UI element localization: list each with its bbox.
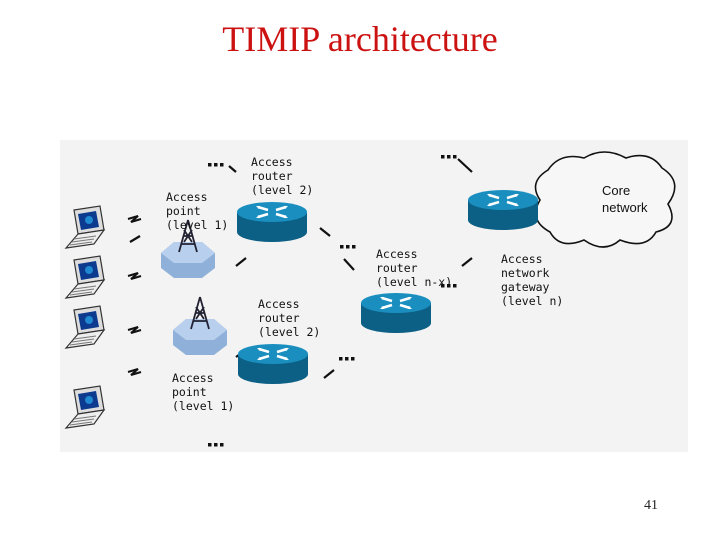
access-router-label-top: Access router (level 2): [251, 155, 314, 197]
access-point-label-bottom: Access point (level 1): [172, 371, 235, 413]
access-network-gateway-label: Access network gateway (level n): [501, 252, 564, 308]
access-router-label-bottom: Access router (level 2): [258, 297, 321, 339]
access-router-label-mid: Access router (level n-x): [376, 247, 453, 289]
cloud-icon: [534, 151, 676, 248]
access-point-label-top: Access point (level 1): [166, 190, 229, 232]
core-network-label: Core network: [602, 183, 648, 215]
slide-title: TIMIP architecture: [222, 19, 498, 59]
laptop-icon: [65, 205, 105, 429]
access-point-icon: [160, 219, 228, 356]
page-number: 41: [644, 498, 658, 513]
